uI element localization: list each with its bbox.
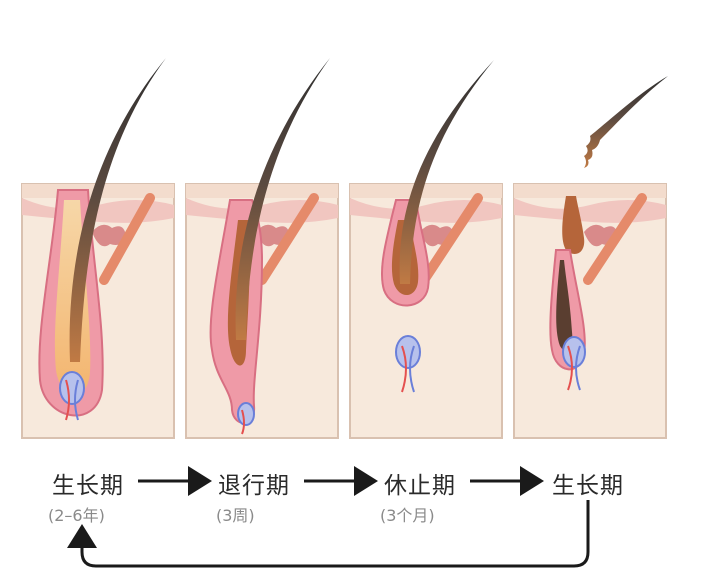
panel-new-anagen (513, 76, 668, 439)
panel-telogen (349, 60, 503, 439)
stage-label-anagen: 生长期 (52, 473, 124, 499)
hair-shaft (235, 58, 330, 340)
stage-duration-anagen: (2–6年) (48, 506, 105, 525)
stage-duration-telogen: (3个月) (380, 506, 435, 525)
cycle-arrows (67, 466, 590, 568)
panel-anagen (21, 58, 175, 439)
panel-catagen (185, 58, 339, 439)
stage-label-catagen: 退行期 (218, 473, 290, 499)
hair-shaft (399, 60, 494, 284)
shed-hair (584, 76, 668, 168)
stage-label-new-anagen: 生长期 (552, 473, 624, 499)
hair-shaft (69, 58, 166, 362)
stage-label-telogen: 休止期 (384, 473, 456, 499)
return-loop-arrow-icon (67, 500, 590, 568)
stage-duration-catagen: (3周) (216, 506, 255, 525)
